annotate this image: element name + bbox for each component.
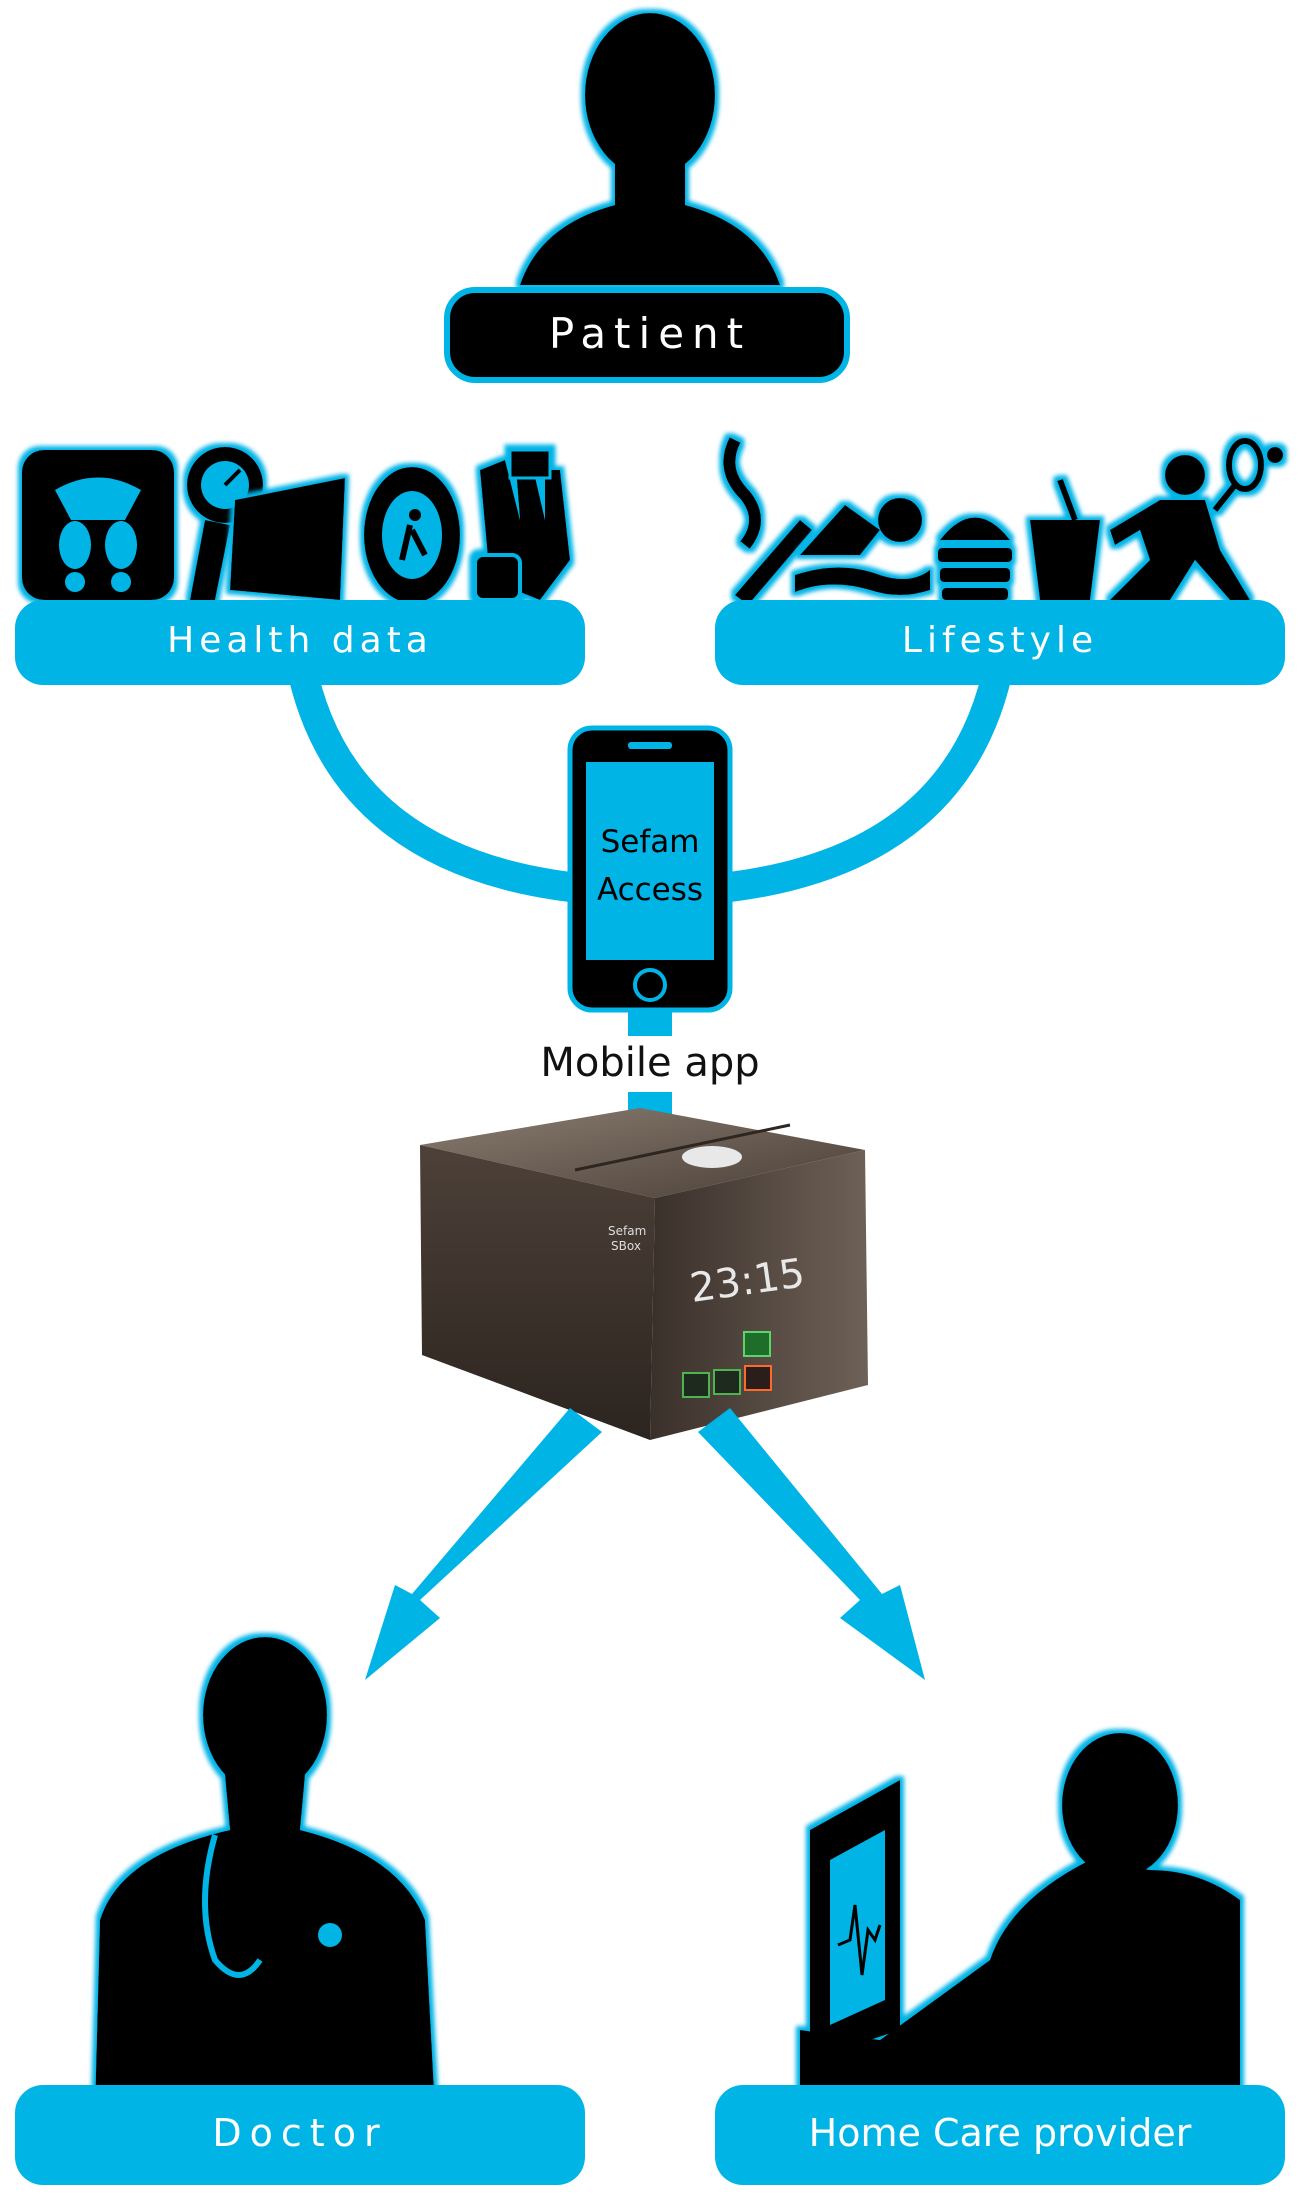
lifestyle-banner: Lifestyle	[715, 600, 1285, 685]
app-name-line1: Sefam	[601, 824, 700, 860]
mobile-app-caption: Mobile app	[505, 1036, 795, 1092]
health-connector	[285, 657, 602, 905]
sbox-model: SBox	[611, 1239, 641, 1253]
doctor-banner: Doctor	[15, 2085, 585, 2185]
scale-icon	[22, 450, 174, 600]
health-data-label: Health data	[167, 620, 433, 661]
arrow-to-home-care	[698, 1408, 925, 1680]
home-care-banner: Home Care provider	[715, 2085, 1285, 2185]
patient-icon	[520, 13, 780, 285]
cuff-icon	[230, 478, 345, 600]
oximeter-glove-icon	[473, 448, 570, 602]
mobile-app-label: Mobile app	[540, 1040, 759, 1086]
sbox-key-info	[682, 1372, 710, 1398]
sbox-key-chart	[743, 1331, 771, 1357]
patient-banner: Patient	[444, 287, 850, 383]
lifestyle-label: Lifestyle	[902, 620, 1098, 661]
health-data-banner: Health data	[15, 600, 585, 685]
sbox-key-home	[744, 1365, 772, 1391]
drink-icon	[1030, 478, 1100, 600]
swimmer-icon	[795, 498, 930, 595]
app-name-line2: Access	[597, 872, 703, 908]
home-care-provider-icon	[800, 1733, 1240, 2110]
home-care-label: Home Care provider	[809, 2111, 1192, 2155]
tennis-player-icon	[1110, 438, 1283, 600]
lifestyle-connector	[698, 657, 1015, 905]
doctor-icon	[95, 1637, 435, 2110]
cigarette-icon	[723, 437, 812, 605]
arrow-to-doctor	[365, 1408, 602, 1680]
sbox-device: Sefam SBox 23:15	[420, 1108, 868, 1440]
doctor-label: Doctor	[212, 2111, 387, 2155]
blood-pressure-gauge-icon	[187, 447, 263, 600]
smartphone-icon: Sefam Access	[567, 725, 733, 1013]
sbox-top-button	[682, 1146, 742, 1168]
burger-icon	[938, 517, 1012, 600]
pedometer-icon	[364, 467, 460, 603]
sbox-brand: Sefam	[608, 1224, 646, 1238]
patient-label: Patient	[549, 309, 751, 358]
sbox-key-more	[713, 1369, 741, 1395]
